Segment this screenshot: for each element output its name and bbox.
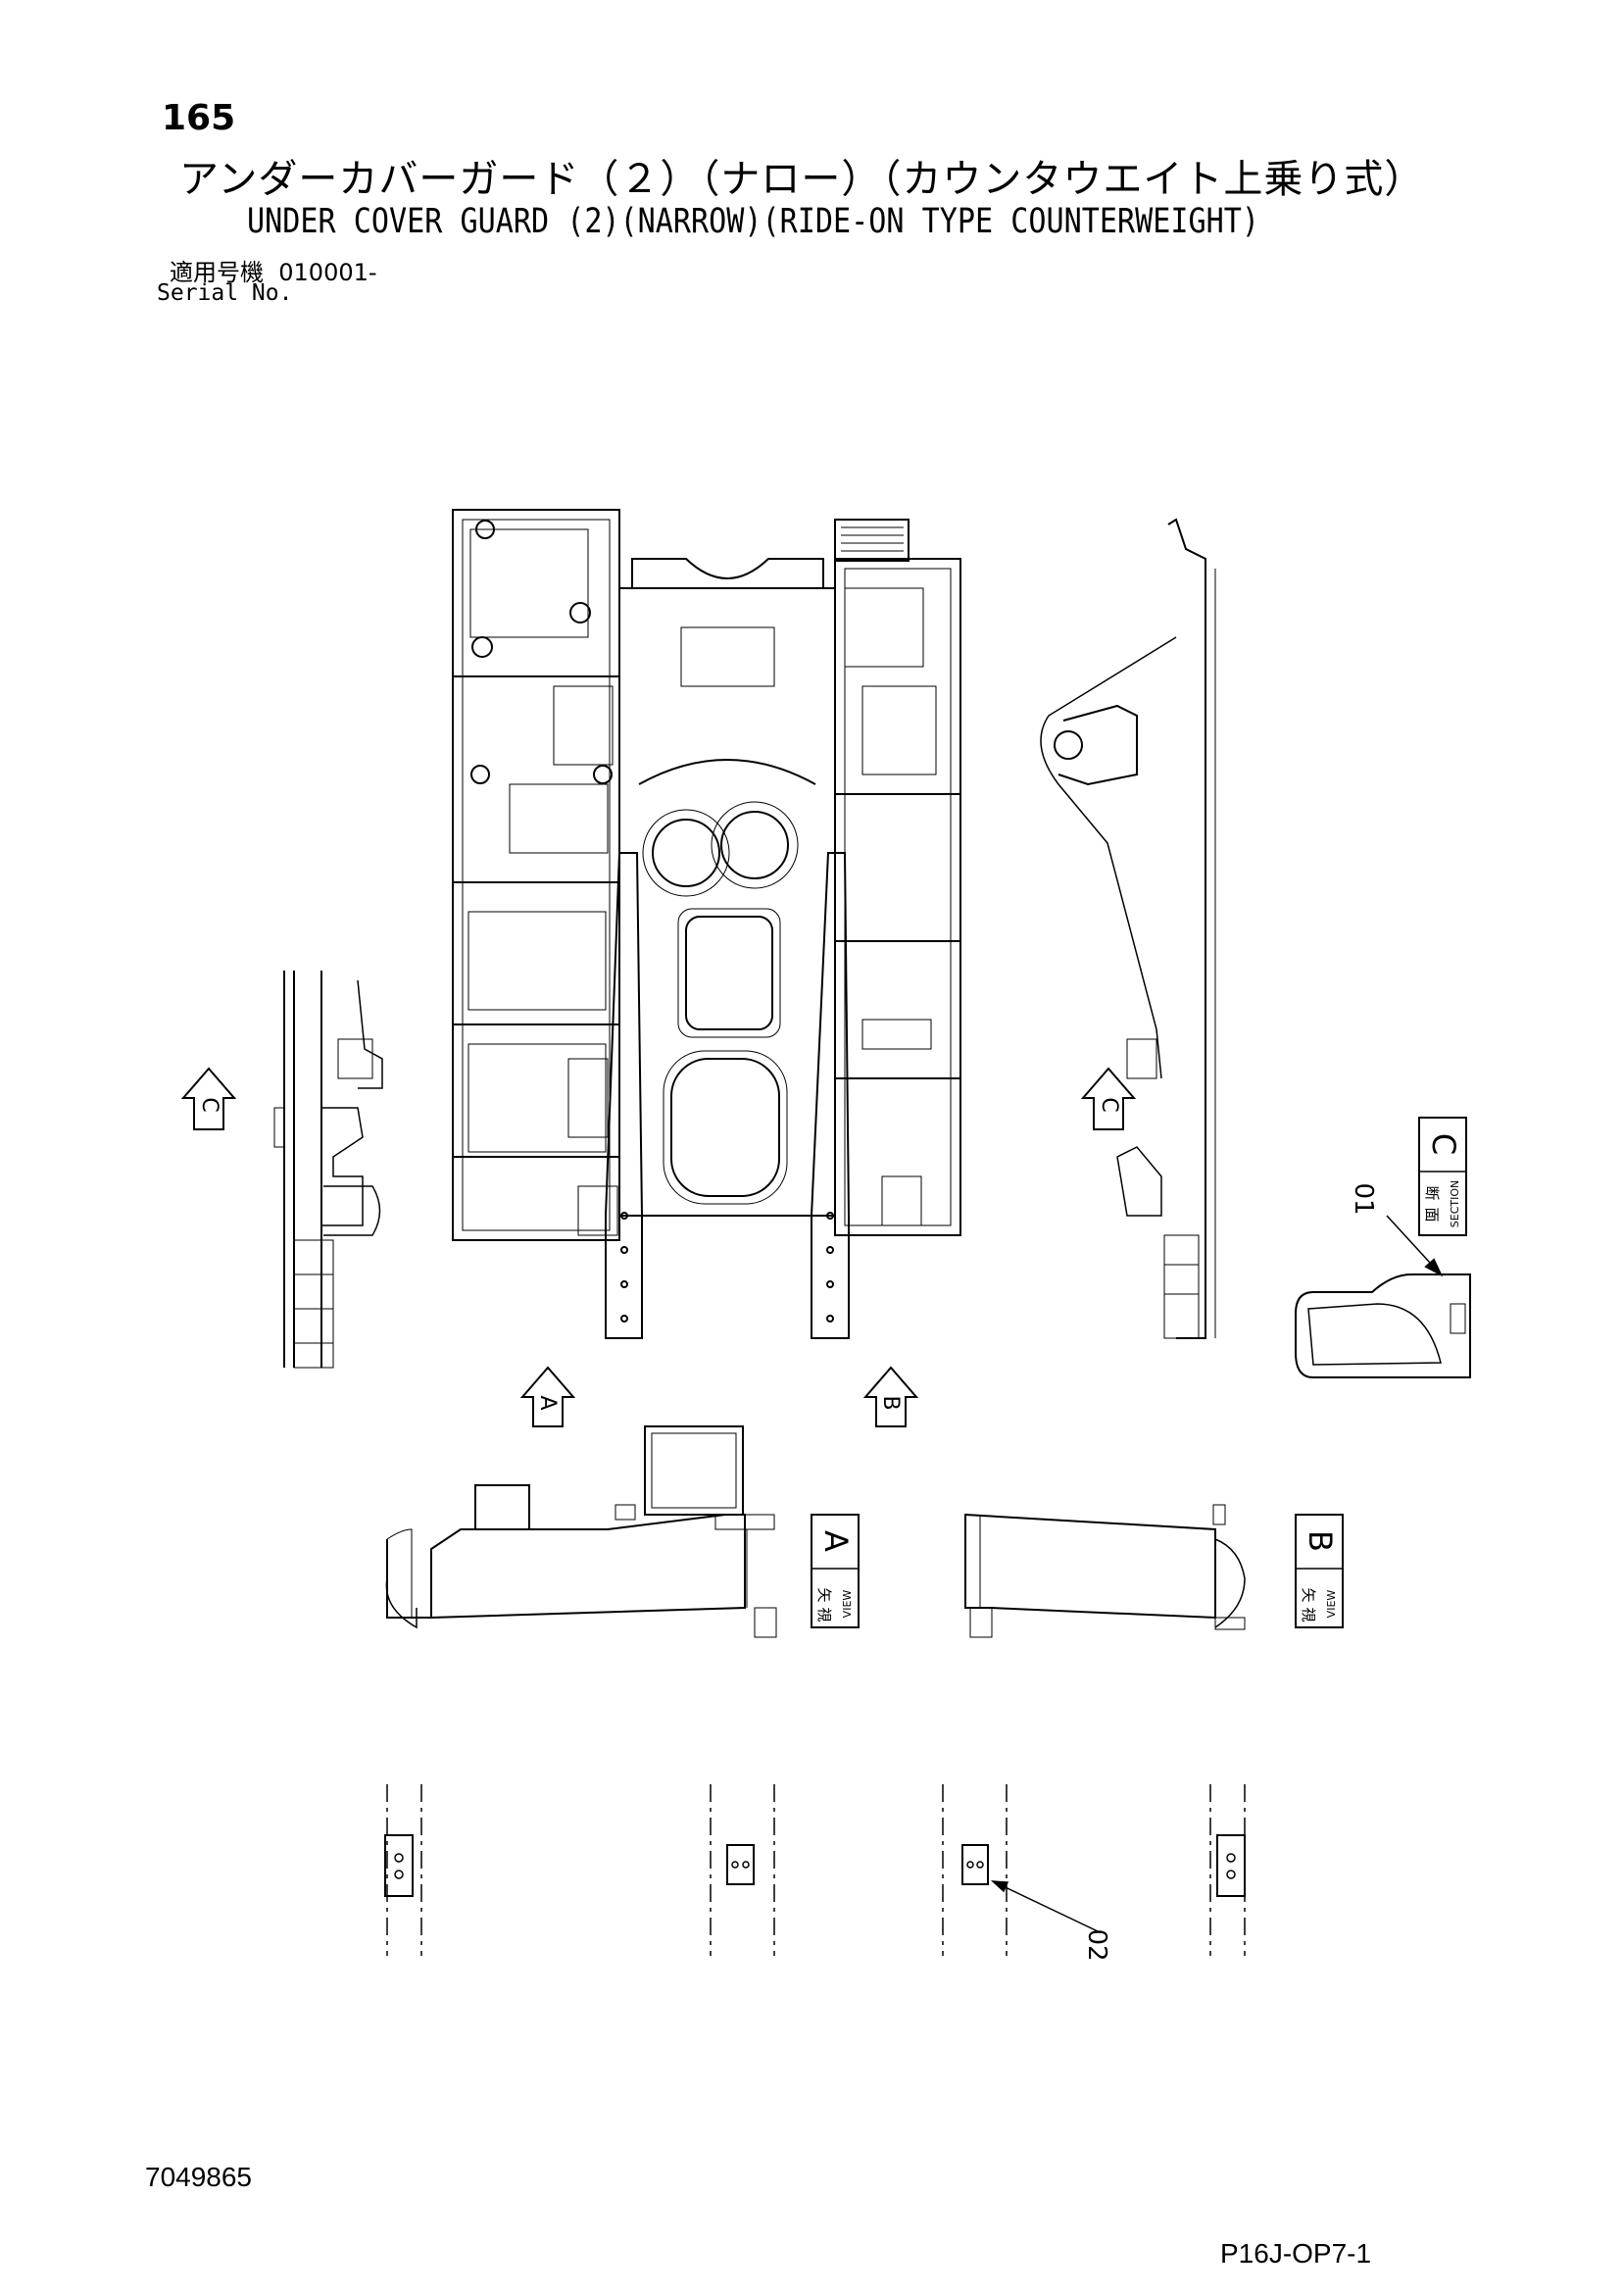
section-c-label: C 断 面 SECTION	[1418, 1117, 1467, 1236]
title-japanese: アンダーカバーガード（２）（ナロー）（カウンタウエイト上乗り式）	[179, 157, 1425, 202]
title-english: UNDER COVER GUARD (2)(NARROW)(RIDE-ON TY…	[247, 202, 1259, 241]
view-label-english: VIEW	[841, 1590, 854, 1619]
page-number: 165	[162, 98, 236, 138]
section-label-kanji-2: 面	[1423, 1207, 1441, 1222]
view-b-drawing	[964, 1504, 1246, 1638]
part-callout-01: 01	[1349, 1182, 1378, 1215]
view-b-letter: B	[878, 1395, 903, 1410]
view-c-arrow-left: C	[180, 1067, 237, 1130]
view-c-letter-right: C	[1097, 1097, 1121, 1112]
document-number: 7049865	[145, 2162, 253, 2192]
serial-label-english: Serial No.	[157, 280, 293, 306]
serial-applicability: 適用号機 010001-	[170, 253, 377, 287]
view-label-english: VIEW	[1325, 1590, 1338, 1619]
view-label-kanji-2: 視	[815, 1607, 833, 1622]
view-label-kanji-2: 視	[1300, 1607, 1317, 1622]
serial-value: 010001-	[278, 259, 377, 286]
view-c-letter-left: C	[197, 1097, 221, 1112]
view-a-letter: A	[535, 1395, 560, 1410]
section-c-detail	[1295, 1215, 1471, 1378]
section-label-letter: C	[1425, 1133, 1462, 1155]
serial-label-japanese: 適用号機	[170, 259, 264, 286]
view-label-kanji-1: 矢	[815, 1587, 833, 1602]
view-b-label: B 矢 視 VIEW	[1295, 1514, 1344, 1628]
view-a-label: A 矢 視 VIEW	[811, 1514, 860, 1628]
view-c-arrow-right: C	[1080, 1067, 1137, 1130]
section-label-kanji-1: 断	[1423, 1185, 1441, 1200]
main-frame-top-view	[452, 509, 961, 1339]
view-b-label-letter: B	[1302, 1530, 1339, 1552]
view-a-arrow: A	[519, 1366, 576, 1427]
right-side-view	[1040, 518, 1216, 1339]
view-label-kanji-1: 矢	[1300, 1587, 1317, 1602]
section-label-english: SECTION	[1449, 1180, 1461, 1227]
part-callout-02: 02	[1082, 1928, 1111, 1961]
view-a-drawing	[385, 1425, 777, 1638]
left-side-view	[273, 971, 383, 1369]
sheet-code: P16J-OP7-1	[1220, 2238, 1372, 2269]
bottom-detail-strip	[384, 1784, 1246, 1956]
view-b-arrow: B	[862, 1366, 919, 1427]
view-a-label-letter: A	[817, 1530, 855, 1552]
